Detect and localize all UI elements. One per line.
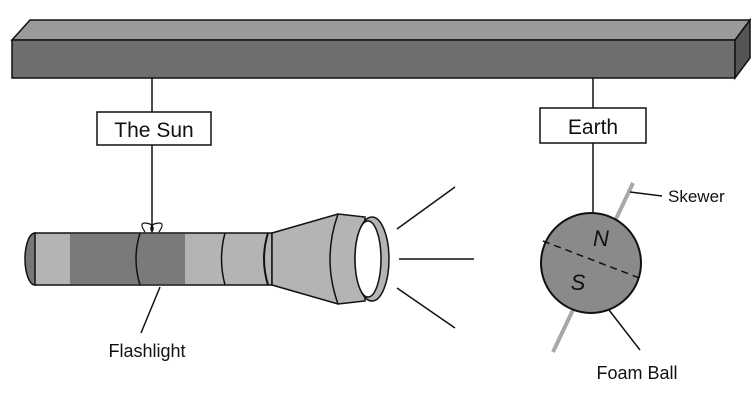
light-rays bbox=[396, 186, 474, 329]
north-label: N bbox=[593, 226, 609, 251]
earth-label: Earth bbox=[568, 116, 618, 139]
sun-label: The Sun bbox=[114, 119, 193, 142]
flashlight bbox=[24, 213, 390, 305]
flashlight-label: Flashlight bbox=[108, 341, 185, 361]
sun-label-box bbox=[96, 111, 212, 146]
equator-line bbox=[542, 240, 643, 280]
skewer-pointer bbox=[629, 191, 663, 197]
flashlight-pointer bbox=[140, 286, 161, 334]
skewer-label: Skewer bbox=[668, 187, 725, 206]
foam-ball bbox=[540, 212, 642, 314]
knot-icon bbox=[141, 222, 163, 234]
earth-label-box bbox=[539, 107, 647, 144]
south-label: S bbox=[571, 270, 586, 295]
overhead-beam bbox=[10, 17, 751, 81]
foam-ball-pointer bbox=[608, 309, 641, 351]
foam-ball-label: Foam Ball bbox=[596, 363, 677, 383]
